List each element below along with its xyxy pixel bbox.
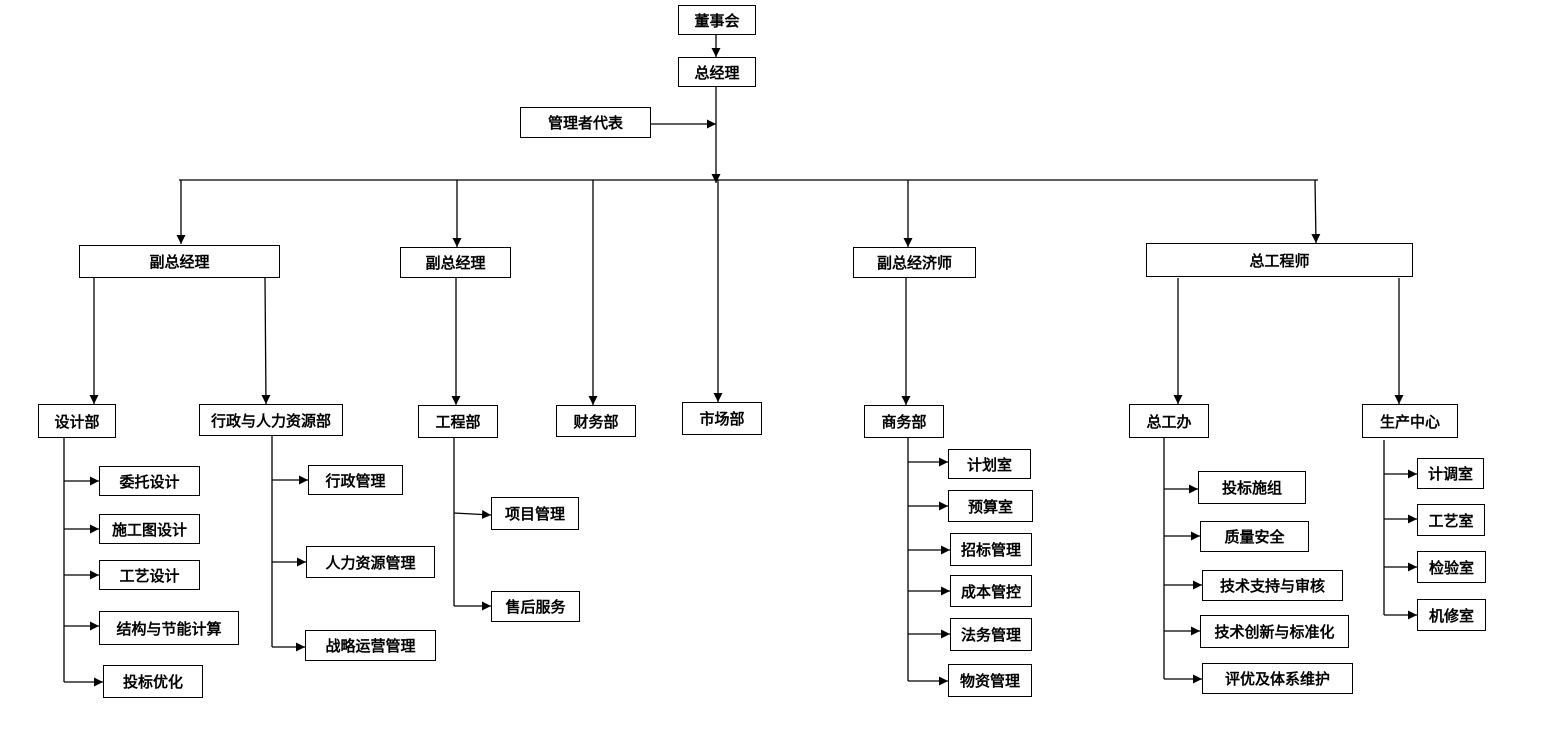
design-child-box: 施工图设计 bbox=[99, 514, 200, 544]
design-child-box: 委托设计 bbox=[99, 466, 200, 496]
business-child-box: 物资管理 bbox=[948, 664, 1032, 697]
business-child-box: 预算室 bbox=[948, 490, 1033, 522]
engineering-dept-box: 工程部 bbox=[418, 405, 498, 438]
admin-hr-dept-box: 行政与人力资源部 bbox=[199, 404, 343, 436]
design-child-box: 投标优化 bbox=[103, 665, 203, 698]
production-child-box: 计调室 bbox=[1417, 458, 1484, 489]
business-child-box: 招标管理 bbox=[950, 533, 1032, 566]
design-dept-box: 设计部 bbox=[38, 404, 116, 438]
engineering-child-box: 项目管理 bbox=[491, 497, 579, 530]
production-center-box: 生产中心 bbox=[1362, 404, 1458, 438]
admin-child-box: 战略运营管理 bbox=[305, 630, 436, 661]
vp-left-box: 副总经理 bbox=[79, 245, 280, 278]
chief-office-child-box: 质量安全 bbox=[1200, 521, 1309, 552]
business-child-box: 法务管理 bbox=[950, 618, 1032, 651]
design-child-box: 工艺设计 bbox=[99, 560, 200, 590]
chief-office-child-box: 投标施组 bbox=[1198, 471, 1306, 504]
chief-eng-office-box: 总工办 bbox=[1129, 404, 1209, 438]
admin-child-box: 行政管理 bbox=[308, 465, 403, 495]
management-rep-box: 管理者代表 bbox=[520, 107, 651, 138]
engineering-child-box: 售后服务 bbox=[491, 591, 580, 622]
chief-office-child-box: 技术创新与标准化 bbox=[1200, 615, 1349, 648]
business-dept-box: 商务部 bbox=[864, 405, 944, 438]
market-dept-box: 市场部 bbox=[682, 402, 762, 435]
chief-office-child-box: 评优及体系维护 bbox=[1202, 663, 1353, 694]
chief-engineer-box: 总工程师 bbox=[1146, 243, 1413, 277]
business-child-box: 计划室 bbox=[948, 449, 1031, 479]
deputy-economist-box: 副总经济师 bbox=[853, 247, 976, 278]
production-child-box: 机修室 bbox=[1417, 599, 1486, 631]
production-child-box: 检验室 bbox=[1417, 551, 1486, 583]
business-child-box: 成本管控 bbox=[950, 575, 1032, 607]
design-child-box: 结构与节能计算 bbox=[99, 611, 239, 645]
board-box: 董事会 bbox=[678, 5, 756, 35]
finance-dept-box: 财务部 bbox=[556, 405, 636, 437]
production-child-box: 工艺室 bbox=[1417, 504, 1485, 536]
admin-child-box: 人力资源管理 bbox=[306, 546, 435, 578]
chief-office-child-box: 技术支持与审核 bbox=[1202, 570, 1343, 601]
general-manager-box: 总经理 bbox=[678, 57, 756, 87]
vp-mid-box: 副总经理 bbox=[400, 247, 511, 278]
